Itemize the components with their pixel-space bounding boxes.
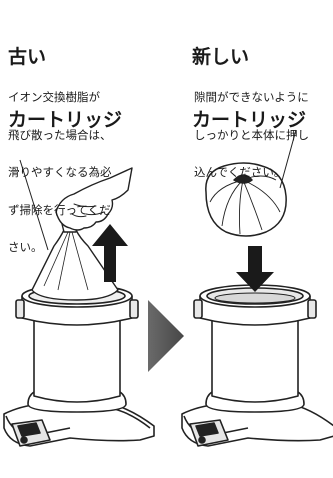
left-title-line1: 古い	[8, 46, 47, 68]
right-note-leader	[279, 129, 297, 189]
right-note-line: しっかりと本体に押し	[194, 127, 309, 142]
left-vessel-icon	[3, 284, 155, 447]
left-note-line: イオン交換樹脂が	[8, 90, 100, 104]
left-note-leader	[19, 159, 49, 251]
right-vessel-icon	[181, 284, 333, 447]
up-arrow-icon	[92, 224, 128, 282]
cartridge-ball-icon	[205, 162, 287, 237]
left-note-line: 飛び散った場合は、	[8, 127, 112, 142]
right-title-line2: カートリッジ	[192, 109, 307, 131]
left-note: イオン交換樹脂が 飛び散った場合は、 滑りやすくなる為必 ず掃除を行ってくだ さ…	[8, 66, 112, 266]
chevron-right-icon	[148, 300, 184, 372]
right-title: 新しい カートリッジ	[192, 5, 306, 152]
hand-icon	[55, 167, 133, 231]
down-arrow-icon	[236, 246, 274, 292]
right-note-line: 隙間ができないように	[194, 90, 309, 104]
left-note-line: さい。	[8, 240, 43, 254]
right-note-line: 込んでください。	[194, 165, 286, 179]
left-note-line: ず掃除を行ってくだ	[8, 202, 111, 217]
left-title: 古い カートリッジ	[8, 5, 122, 152]
left-title-line2: カートリッジ	[8, 109, 123, 131]
right-note: 隙間ができないように しっかりと本体に押し 込んでください。	[194, 66, 309, 191]
left-note-line: 滑りやすくなる為必	[8, 165, 112, 179]
right-title-line1: 新しい	[192, 46, 250, 68]
